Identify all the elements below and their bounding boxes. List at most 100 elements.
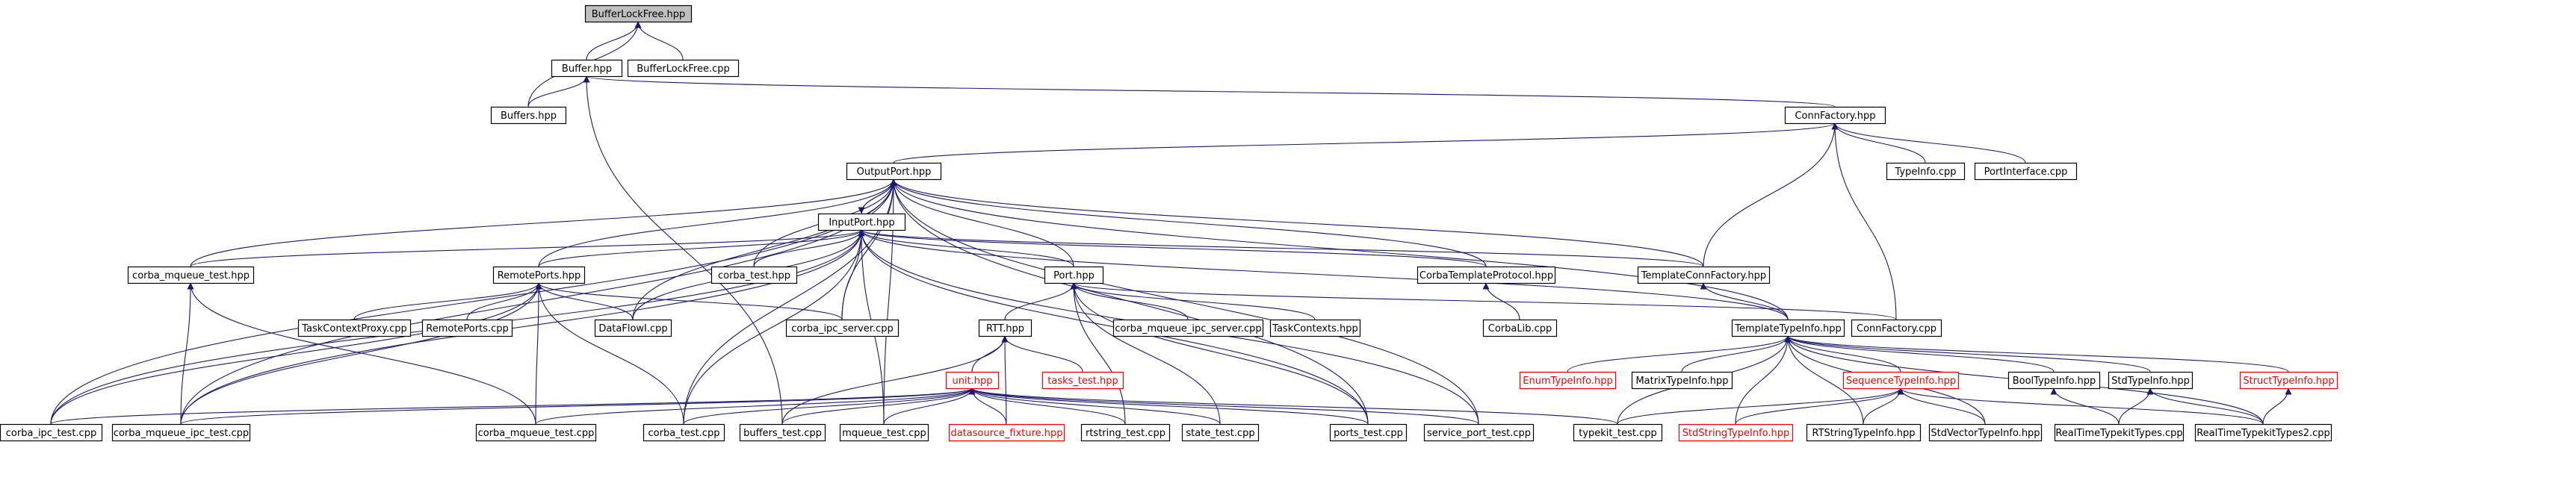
- edge-typekit-test-cpp-to-sequencetypeinfo-hpp: [1617, 387, 1904, 425]
- node-state-test-cpp[interactable]: state_test.cpp: [1181, 423, 1260, 442]
- node-corba-mqueue-ipc-test-cpp[interactable]: corba_mqueue_ipc_test.cpp: [111, 423, 251, 442]
- node-portinterface-cpp[interactable]: PortInterface.cpp: [1974, 162, 2078, 181]
- node-label: CorbaLib.cpp: [1488, 323, 1552, 334]
- node-corba-mqueue-test-cpp[interactable]: corba_mqueue_test.cpp: [475, 423, 597, 442]
- node-taskcontexts-hpp[interactable]: TaskContexts.hpp: [1269, 319, 1361, 337]
- node-box: [945, 371, 1000, 390]
- node-corba-mqueue-ipc-server-cpp[interactable]: corba_mqueue_ipc_server.cpp: [1112, 319, 1264, 337]
- node-bufferlockfree-hpp: BufferLockFree.hpp: [584, 4, 693, 23]
- node-mqueue-test-cpp[interactable]: mqueue_test.cpp: [839, 423, 929, 442]
- node-rtstring-test-cpp[interactable]: rtstring_test.cpp: [1080, 423, 1171, 442]
- node-port-hpp[interactable]: Port.hpp: [1044, 266, 1104, 284]
- node-corba-mqueue-test-hpp[interactable]: corba_mqueue_test.hpp: [127, 266, 255, 284]
- node-box: [785, 319, 900, 337]
- node-typekit-test-cpp[interactable]: typekit_test.cpp: [1573, 423, 1663, 442]
- node-ports-test-cpp[interactable]: ports_test.cpp: [1329, 423, 1408, 442]
- edge-corba-mqueue-test-hpp-to-outputport-hpp: [190, 178, 897, 267]
- edge-corba-test-cpp-to-unit-hpp: [683, 387, 976, 425]
- edge-typekit-test-cpp-to-unit-hpp: [968, 387, 1618, 425]
- node-box: [1631, 371, 1733, 390]
- edge-corba-mqueue-ipc-test-cpp-to-unit-hpp: [180, 387, 976, 425]
- node-corba-test-cpp[interactable]: corba_test.cpp: [643, 423, 725, 442]
- node-outputport-hpp[interactable]: OutputPort.hpp: [846, 162, 942, 181]
- node-label: ConnFactory.hpp: [1795, 110, 1875, 122]
- node-typeinfo-cpp[interactable]: TypeInfo.cpp: [1886, 162, 1966, 181]
- node-service-port-test-cpp[interactable]: service_port_test.cpp: [1423, 423, 1535, 442]
- node-connfactory-hpp[interactable]: ConnFactory.hpp: [1784, 106, 1886, 125]
- edge-structtypeinfo-hpp-to-templatetypeinfo-hpp: [1784, 335, 2289, 373]
- node-box: [1842, 371, 1960, 390]
- node-box: [1974, 162, 2078, 181]
- edge-enumtypeinfo-hpp-to-templatetypeinfo-hpp: [1567, 335, 1792, 373]
- node-realtimetypekittypes2-cpp[interactable]: RealTimeTypekitTypes2.cpp: [2194, 423, 2332, 442]
- edge-stdstringtypeinfo-hpp-to-sequencetypeinfo-hpp: [1735, 387, 1904, 425]
- node-label: OutputPort.hpp: [857, 166, 932, 178]
- node-label: rtstring_test.cpp: [1086, 428, 1165, 439]
- node-tasks-test-hpp[interactable]: tasks_test.hpp: [1041, 371, 1124, 390]
- node-label: corba_test.hpp: [718, 270, 790, 281]
- node-label: RemotePorts.cpp: [426, 323, 509, 334]
- node-buffers-test-cpp[interactable]: buffers_test.cpp: [739, 423, 826, 442]
- node-label: BufferLockFree.hpp: [592, 9, 686, 20]
- node-buffers-hpp[interactable]: Buffers.hpp: [490, 106, 567, 125]
- node-stdstringtypeinfo-hpp[interactable]: StdStringTypeInfo.hpp: [1678, 423, 1794, 442]
- node-stdvectortypeinfo-hpp[interactable]: StdVectorTypeInfo.hpp: [1928, 423, 2043, 442]
- node-label: MatrixTypeInfo.hpp: [1635, 376, 1728, 387]
- node-datasource-fixture-hpp[interactable]: datasource_fixture.hpp: [948, 423, 1065, 442]
- edge-rtt-hpp-to-port-hpp: [1004, 282, 1077, 320]
- node-stdtypeinfo-hpp[interactable]: StdTypeInfo.hpp: [2108, 371, 2193, 390]
- node-box: [490, 106, 567, 125]
- node-bufferlockfree-cpp[interactable]: BufferLockFree.cpp: [627, 59, 740, 78]
- node-realtimetypekittypes-cpp[interactable]: RealTimeTypekitTypes.cpp: [2054, 423, 2185, 442]
- node-corbatemplateprotocol-hpp[interactable]: CorbaTemplateProtocol.hpp: [1417, 266, 1556, 284]
- edge-port-hpp-to-outputport-hpp: [890, 178, 1074, 267]
- node-unit-hpp[interactable]: unit.hpp: [945, 371, 1000, 390]
- node-rtt-hpp[interactable]: RTT.hpp: [978, 319, 1032, 337]
- node-buffer-hpp[interactable]: Buffer.hpp: [551, 59, 623, 78]
- node-label: corba_mqueue_ipc_server.cpp: [1115, 323, 1261, 334]
- edge-corba-mqueue-test-cpp-to-unit-hpp: [535, 387, 976, 425]
- node-label: Port.hpp: [1053, 270, 1095, 281]
- edge-rtstring-test-cpp-to-port-hpp: [1070, 282, 1126, 425]
- node-box: [1731, 319, 1845, 337]
- node-corba-ipc-test-cpp[interactable]: corba_ipc_test.cpp: [0, 423, 103, 442]
- node-dataflowi-cpp[interactable]: DataFlowI.cpp: [594, 319, 672, 337]
- node-inputport-hpp[interactable]: InputPort.hpp: [817, 213, 906, 231]
- node-rtstringtypeinfo-hpp[interactable]: RTStringTypeInfo.hpp: [1806, 423, 1922, 442]
- edge-buffers-test-cpp-to-unit-hpp: [781, 387, 976, 425]
- node-label: datasource_fixture.hpp: [950, 428, 1062, 439]
- edge-taskcontextproxy-cpp-to-remoteports-hpp: [353, 282, 542, 320]
- edge-unit-hpp-to-rtt-hpp: [971, 335, 1009, 373]
- node-taskcontextproxy-cpp[interactable]: TaskContextProxy.cpp: [297, 319, 412, 337]
- node-matrixtypeinfo-hpp[interactable]: MatrixTypeInfo.hpp: [1631, 371, 1733, 390]
- node-box: [1784, 106, 1886, 125]
- node-remoteports-hpp[interactable]: RemotePorts.hpp: [492, 266, 586, 284]
- node-booltypeinfo-hpp[interactable]: BoolTypeInfo.hpp: [2007, 371, 2101, 390]
- node-enumtypeinfo-hpp[interactable]: EnumTypeInfo.hpp: [1519, 371, 1617, 390]
- edge-tasks-test-hpp-to-rtt-hpp: [1001, 335, 1083, 373]
- edge-dataflowi-cpp-to-remoteports-hpp: [535, 282, 634, 320]
- edge-corba-mqueue-ipc-test-cpp-to-corba-mqueue-test-hpp: [180, 282, 194, 425]
- node-box: [2239, 371, 2338, 390]
- node-templatetypeinfo-hpp[interactable]: TemplateTypeInfo.hpp: [1731, 319, 1845, 337]
- node-corba-test-hpp[interactable]: corba_test.hpp: [710, 266, 798, 284]
- edge-buffers-test-cpp-to-buffer-hpp: [583, 75, 783, 425]
- node-label: TaskContexts.hpp: [1272, 323, 1358, 334]
- edge-outputport-hpp-to-connfactory-hpp: [893, 122, 1839, 164]
- node-sequencetypeinfo-hpp[interactable]: SequenceTypeInfo.hpp: [1842, 371, 1960, 390]
- edge-corbalib-cpp-to-corbatemplateprotocol-hpp: [1482, 282, 1520, 320]
- node-connfactory-cpp[interactable]: ConnFactory.cpp: [1851, 319, 1942, 337]
- node-label: corba_ipc_test.cpp: [6, 428, 96, 439]
- node-box: [551, 59, 623, 78]
- node-templateconnfactory-hpp[interactable]: TemplateConnFactory.hpp: [1637, 266, 1771, 284]
- edge-rtstring-test-cpp-to-unit-hpp: [968, 387, 1126, 425]
- node-label: StdTypeInfo.hpp: [2111, 376, 2190, 387]
- node-label: TaskContextProxy.cpp: [301, 323, 407, 334]
- node-corbalib-cpp[interactable]: CorbaLib.cpp: [1482, 319, 1558, 337]
- node-corba-ipc-server-cpp[interactable]: corba_ipc_server.cpp: [785, 319, 900, 337]
- node-structtypeinfo-hpp[interactable]: StructTypeInfo.hpp: [2239, 371, 2338, 390]
- node-remoteports-cpp[interactable]: RemotePorts.cpp: [421, 319, 513, 337]
- edge-corbatemplateprotocol-hpp-to-outputport-hpp: [890, 178, 1487, 267]
